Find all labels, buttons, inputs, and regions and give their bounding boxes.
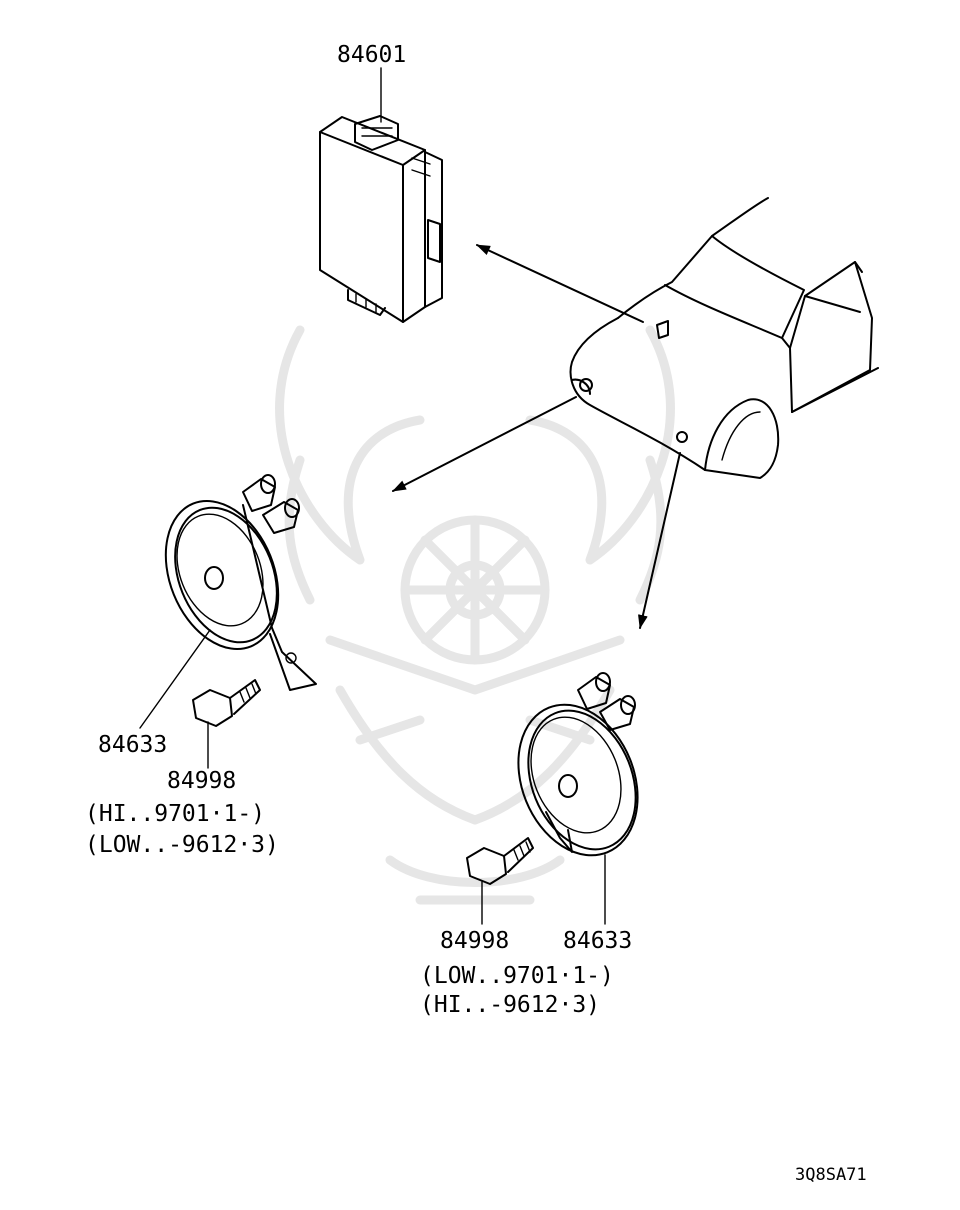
callout-arrows	[392, 244, 681, 629]
horn-right	[517, 672, 639, 857]
note-left-2: (LOW..-9612·3)	[85, 832, 279, 858]
leader-lines	[139, 67, 606, 925]
control-unit-84601	[319, 115, 443, 323]
note-right-2: (HI..-9612·3)	[420, 992, 600, 1018]
bolt-left	[192, 679, 261, 727]
watermark-emblem	[275, 325, 675, 905]
note-left-1: (HI..9701·1-)	[85, 801, 265, 827]
label-84633-left: 84633	[98, 732, 167, 758]
bolt-right	[466, 837, 534, 885]
diagram-code: 3Q8SA71	[795, 1165, 867, 1185]
label-84998-left: 84998	[167, 768, 236, 794]
note-right-1: (LOW..9701·1-)	[420, 963, 614, 989]
label-84601: 84601	[337, 42, 406, 68]
label-84633-right: 84633	[563, 928, 632, 954]
label-84998-right: 84998	[440, 928, 509, 954]
horn-left	[164, 474, 317, 691]
vehicle-outline	[569, 197, 879, 479]
